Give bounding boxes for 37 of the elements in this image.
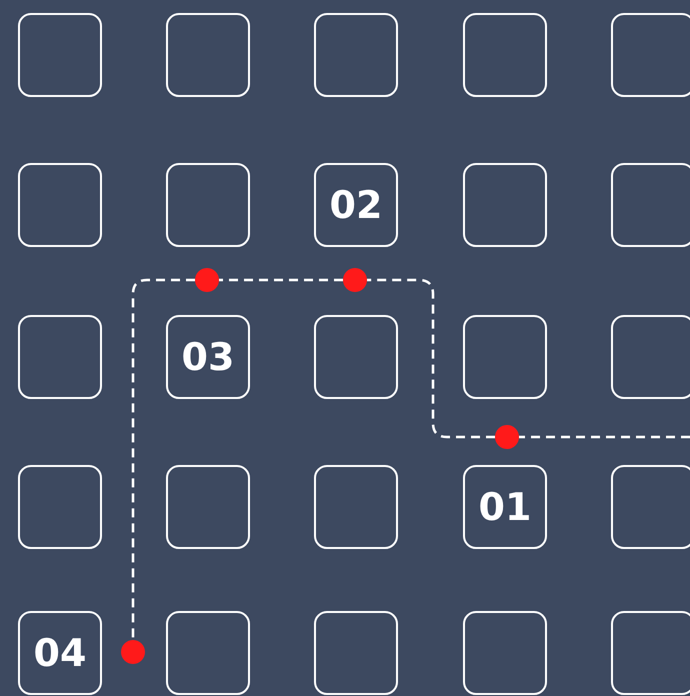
rounded-square xyxy=(314,163,398,247)
rounded-square xyxy=(18,315,102,399)
rounded-square xyxy=(314,465,398,549)
rounded-square xyxy=(166,13,250,97)
dashed-path xyxy=(519,436,690,438)
rounded-square xyxy=(314,13,398,97)
marker-dot xyxy=(195,268,219,292)
tile-number: 01 xyxy=(478,485,532,529)
rounded-square xyxy=(18,163,102,247)
rounded-square xyxy=(18,465,102,549)
rounded-square xyxy=(463,315,547,399)
dashed-path xyxy=(132,278,195,640)
rounded-square xyxy=(314,315,398,399)
rounded-square xyxy=(166,465,250,549)
rounded-square xyxy=(611,611,690,695)
rounded-square xyxy=(463,611,547,695)
rounded-square xyxy=(463,465,547,549)
tile-number: 03 xyxy=(182,335,234,379)
marker-dot xyxy=(121,640,145,664)
rounded-square xyxy=(166,315,250,399)
dashed-path xyxy=(367,278,495,438)
rounded-square xyxy=(18,611,102,695)
rounded-square xyxy=(611,163,690,247)
marker-dot xyxy=(343,268,367,292)
rounded-square xyxy=(166,163,250,247)
rounded-square xyxy=(611,465,690,549)
marker-dot xyxy=(495,425,519,449)
tile-number: 04 xyxy=(34,631,86,675)
rounded-square xyxy=(463,13,547,97)
dashed-path xyxy=(219,278,343,282)
tile-number: 02 xyxy=(330,183,382,227)
rounded-square xyxy=(611,315,690,399)
rounded-square xyxy=(463,163,547,247)
rounded-square xyxy=(166,611,250,695)
rounded-square xyxy=(611,13,690,97)
rounded-square xyxy=(314,611,398,695)
rounded-square xyxy=(18,13,102,97)
